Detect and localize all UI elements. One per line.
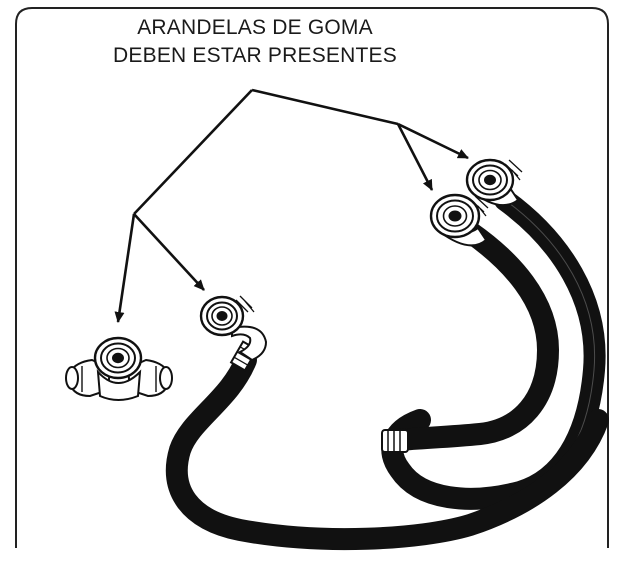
panel-border	[15, 7, 609, 548]
straight-hose-front	[381, 221, 560, 453]
arrow-to-elbow-hose	[133, 213, 205, 291]
hose-end-fitting	[381, 429, 409, 453]
caption-line-2: DEBEN ESTAR PRESENTES	[113, 44, 397, 67]
elbow-coupling-nut	[199, 295, 255, 337]
back-hose-coupling-nut	[465, 158, 523, 207]
rubber-washers-caption: ARANDELAS DE GOMA DEBEN ESTAR PRESENTES	[40, 14, 470, 70]
y-connector	[65, 336, 173, 401]
leader-lines	[114, 88, 469, 323]
arrow-to-y-connector	[114, 213, 136, 323]
arrow-to-front-hose	[396, 123, 434, 191]
front-hose-coupling-nut	[429, 193, 489, 247]
elbow-hose	[165, 295, 609, 551]
arrow-to-back-hose	[397, 122, 469, 160]
caption-line-1: ARANDELAS DE GOMA	[137, 16, 373, 39]
